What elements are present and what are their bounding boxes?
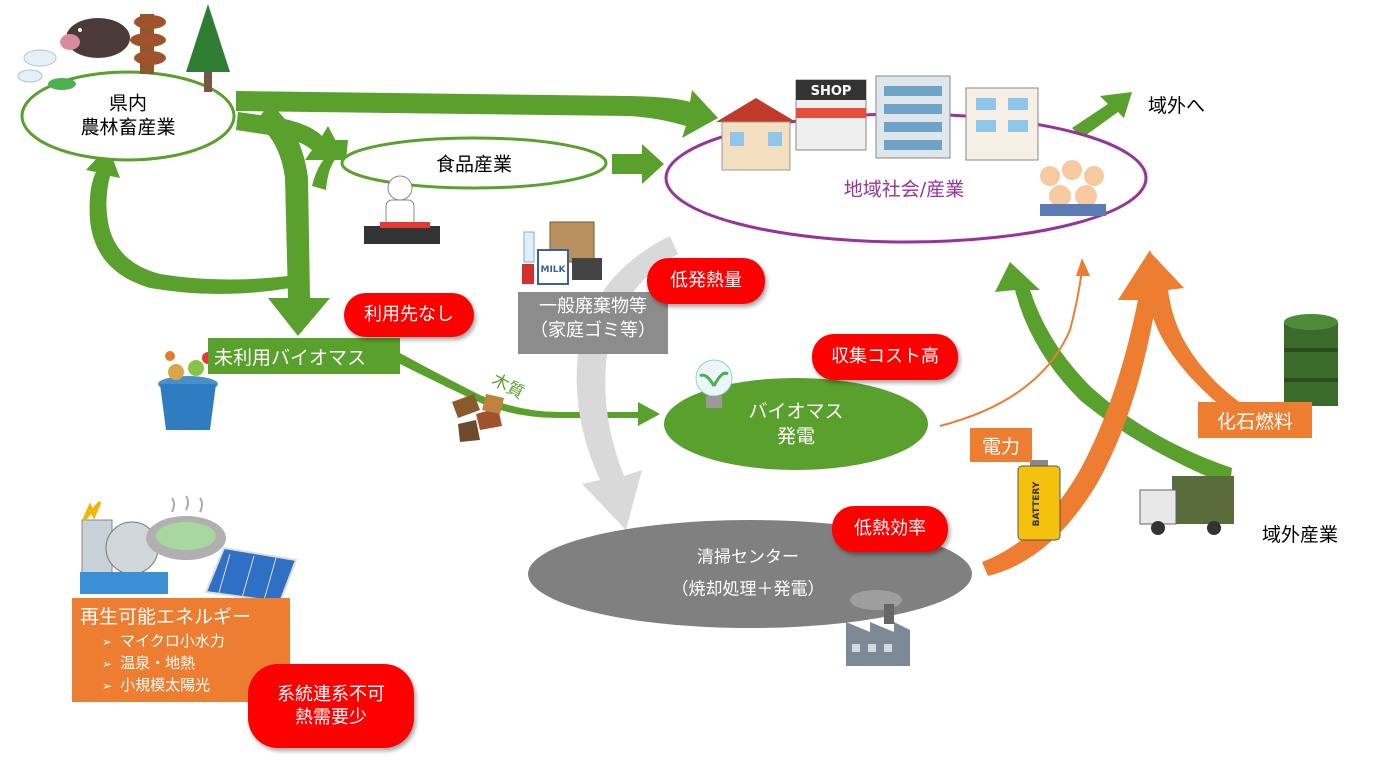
arrow-community-to-outside [1072,92,1132,138]
shop-sign-text: SHOP [811,84,852,99]
hydro-icon [80,501,168,594]
arrow-fossil-to-community [1128,254,1242,412]
arrow-loop-left [86,146,290,294]
renewable-list: マイクロ小水力 温泉・地熱 小規模太陽光 [72,631,290,696]
general-waste-tag: 一般廃棄物等 （家庭ゴミ等） [518,292,668,354]
arrow-down-to-unused-biomass [255,104,330,336]
cleaning-center-line2: （焼却処理＋発電） [671,580,825,600]
issue-no-use-badge: 利用先なし [344,293,474,337]
biomass-power-line2: 発電 [776,425,816,447]
crowd-icon [1040,160,1106,216]
shop-icon: SHOP [795,79,867,151]
general-waste-line2: （家庭ゴミ等） [530,320,656,342]
arrow-power-to-community [939,269,1083,427]
food-worker-icon [364,175,440,244]
renewable-item: マイクロ小水力 [102,631,290,653]
oil-drum-icon [1284,314,1338,406]
node-food [340,136,608,190]
hot-spring-icon [146,495,226,560]
mushroom-icon [130,14,166,74]
green-arrows [86,90,1232,486]
node-prefecture [20,70,236,162]
fossil-fuel-tag: 化石燃料 [1198,402,1312,438]
community-label: 地域社会/産業 [843,178,965,201]
waste-items-icon: MILK [522,221,602,285]
battery-text: BATTERY [1032,481,1042,526]
apartment-icon [875,75,951,159]
outside-region-label: 域外へ [1148,95,1206,117]
factory-icon [846,590,910,666]
arrow-wood-to-power [396,352,660,426]
arrow-food-to-community [612,144,664,184]
prefecture-label: 県内 農林畜産業 [80,92,175,140]
house-icon [716,98,796,171]
node-biomass-power [664,378,928,470]
renewable-title: 再生可能エネルギー [80,606,252,628]
arrow-power-to-community-head [1076,258,1090,276]
battery-icon: BATTERY [1017,460,1061,541]
issue-low-calorific-badge: 低発熱量 [647,258,765,304]
cleaning-center-line1: 清掃センター [697,547,799,568]
issue-low-efficiency-badge: 低熱効率 [832,506,948,552]
food-label: 食品産業 [435,153,513,176]
truck-icon [1139,476,1234,535]
issue-grid-line2: 熱需要少 [295,707,367,728]
cleaning-center-label: 清掃センター （焼却処理＋発電） [672,542,825,607]
biomass-power-line1: バイオマス [748,400,844,423]
issue-grid-line1: 系統連系不可 [277,683,385,705]
arrow-cleaning-to-community [982,250,1170,576]
prefecture-line2: 農林畜産業 [80,116,176,138]
issue-collection-cost-badge: 収集コスト高 [812,334,958,380]
building-icon [965,87,1039,161]
electricity-tag: 電力 [970,428,1032,462]
tree-icon [186,4,230,92]
bulb-sprout-icon [695,359,733,408]
orange-arrows [939,250,1242,576]
pig-icon [60,18,130,58]
solar-panel-icon [204,546,298,604]
cocoon-icon [17,49,76,90]
issue-grid-badge: 系統連系不可 熱需要少 [248,664,414,748]
prefecture-line1: 県内 [108,92,148,115]
milk-text: MILK [540,265,566,275]
arrow-hook-food [312,140,348,190]
general-waste-line1: 一般廃棄物等 [539,296,647,317]
renewable-item: 温泉・地熱 [102,653,290,675]
unused-biomass-tag: 未利用バイオマス [208,338,400,374]
arrow-prefecture-to-community [236,90,718,138]
outside-industry-label: 域外産業 [1262,524,1339,546]
biomass-power-label: バイオマス 発電 [748,399,843,448]
wood-chips-icon [452,394,504,442]
arrow-outside-industry-to-community [995,262,1232,486]
renewable-item: 小規模太陽光 [102,675,290,697]
